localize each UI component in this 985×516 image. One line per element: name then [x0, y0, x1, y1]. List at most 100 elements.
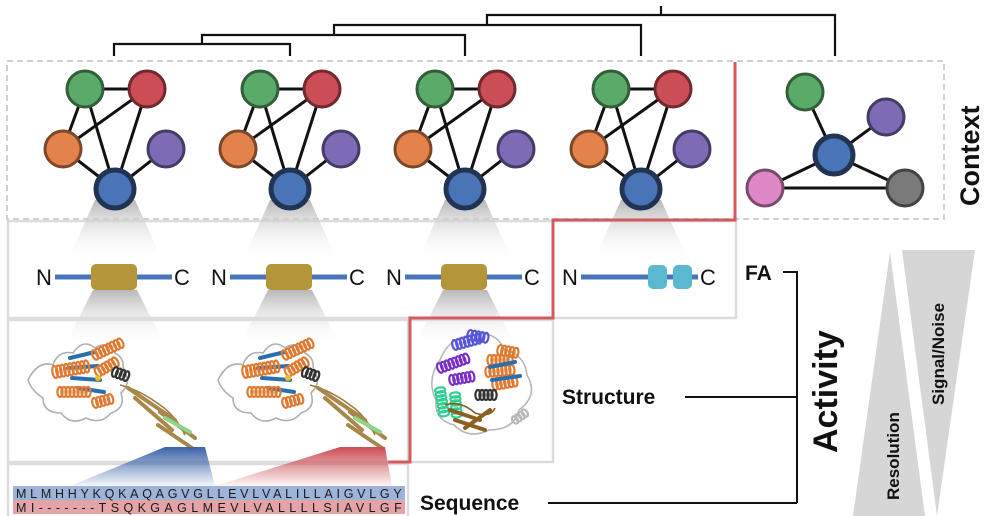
red-wedge — [215, 447, 392, 486]
context-spotlight — [593, 200, 689, 262]
green-node — [65, 69, 105, 109]
beta-strand — [353, 416, 382, 434]
blue-node — [93, 167, 137, 211]
activity-label: Activity — [807, 330, 845, 453]
helix — [281, 392, 305, 409]
orange-node — [218, 129, 258, 169]
loop — [119, 384, 186, 436]
purple-node — [146, 129, 186, 169]
domain-spotlight — [240, 290, 340, 345]
beta-strand — [156, 423, 194, 450]
purple-node — [866, 97, 906, 137]
protein-structure — [217, 337, 387, 450]
green-node — [785, 72, 825, 112]
helix — [510, 408, 530, 425]
orange-node — [393, 129, 433, 169]
purple-node — [496, 129, 536, 169]
signal-noise-triangle — [902, 250, 975, 516]
resolution-triangle — [853, 252, 925, 516]
dendrogram-branch — [112, 42, 292, 56]
helix — [110, 366, 131, 382]
beta-strand — [488, 360, 517, 369]
context-label: Context — [955, 105, 985, 206]
helix — [56, 385, 92, 399]
loop — [27, 343, 129, 422]
helix — [435, 352, 471, 374]
fa-label: FA — [745, 262, 772, 285]
beta-strand — [448, 408, 482, 422]
helix — [280, 337, 315, 361]
orange-node — [43, 129, 83, 169]
c-terminus-label: C — [349, 265, 365, 290]
context-spotlight — [417, 200, 513, 262]
signal-noise-label: Signal/Noise — [929, 303, 948, 405]
loop — [217, 343, 319, 422]
dendrogram-branch — [485, 13, 837, 56]
beta-strand — [323, 396, 364, 432]
beta-strand — [133, 396, 174, 432]
green-node — [240, 69, 280, 109]
networks — [43, 69, 925, 211]
beta-strand — [490, 374, 522, 382]
red-node — [127, 69, 167, 109]
helix — [491, 375, 519, 392]
spotlights — [65, 200, 689, 345]
gray-node — [885, 168, 925, 208]
orange-node — [569, 129, 609, 169]
dendrogram — [112, 6, 837, 56]
ligand — [95, 375, 101, 381]
helix — [474, 388, 498, 402]
beta-strand — [126, 386, 177, 422]
protein-structure — [431, 328, 533, 435]
interaction-network — [218, 69, 361, 211]
helix — [91, 392, 115, 409]
beta-strand — [260, 376, 292, 382]
c-terminus-label: C — [174, 265, 190, 290]
sequence-2-background — [13, 500, 405, 514]
context-spotlight — [67, 200, 163, 262]
protein-domain — [673, 265, 692, 289]
n-terminus-label: N — [36, 265, 52, 290]
dendrogram-branch — [200, 33, 467, 56]
helix — [466, 328, 490, 344]
loop — [309, 384, 376, 436]
n-terminus-label: N — [211, 265, 227, 290]
blue-node — [268, 167, 312, 211]
interaction-network — [569, 69, 712, 211]
dendrogram-branch — [332, 23, 643, 56]
helix — [448, 370, 476, 387]
helix — [51, 359, 91, 380]
resolution-label: Resolution — [884, 412, 903, 500]
interaction-network — [43, 69, 186, 211]
interaction-network — [393, 69, 536, 211]
protein-structures — [27, 328, 533, 450]
beta-strand — [463, 408, 492, 430]
protein-domain — [266, 264, 312, 290]
domain-spotlight — [65, 290, 165, 345]
blue-node — [443, 167, 487, 211]
helix — [93, 356, 120, 378]
activity-bracket — [548, 271, 798, 504]
sequence-2: MI-------TSQKGAGLMEVLVALLLLSIAVLGF — [16, 501, 402, 515]
red-node — [477, 69, 517, 109]
helix — [283, 356, 310, 378]
blue-wedge — [70, 447, 215, 486]
context-spotlight — [242, 200, 338, 262]
helix — [496, 343, 520, 359]
sequence-alignment: MLMHHYKQKAQAGVGLLEVLVALILLAIGVLGY MI----… — [13, 486, 405, 515]
loop — [444, 402, 496, 416]
protein-domain — [648, 265, 667, 289]
protein-domain — [441, 264, 487, 290]
protein-domain — [91, 264, 137, 290]
n-terminus-label: N — [562, 265, 578, 290]
red-node — [653, 69, 693, 109]
sequence-1-background — [13, 486, 405, 500]
beta-strand — [346, 423, 384, 450]
helix — [433, 386, 451, 418]
purple-node — [672, 129, 712, 169]
blue-node — [812, 133, 856, 177]
pink-node — [745, 168, 785, 208]
n-terminus-label: N — [386, 265, 402, 290]
